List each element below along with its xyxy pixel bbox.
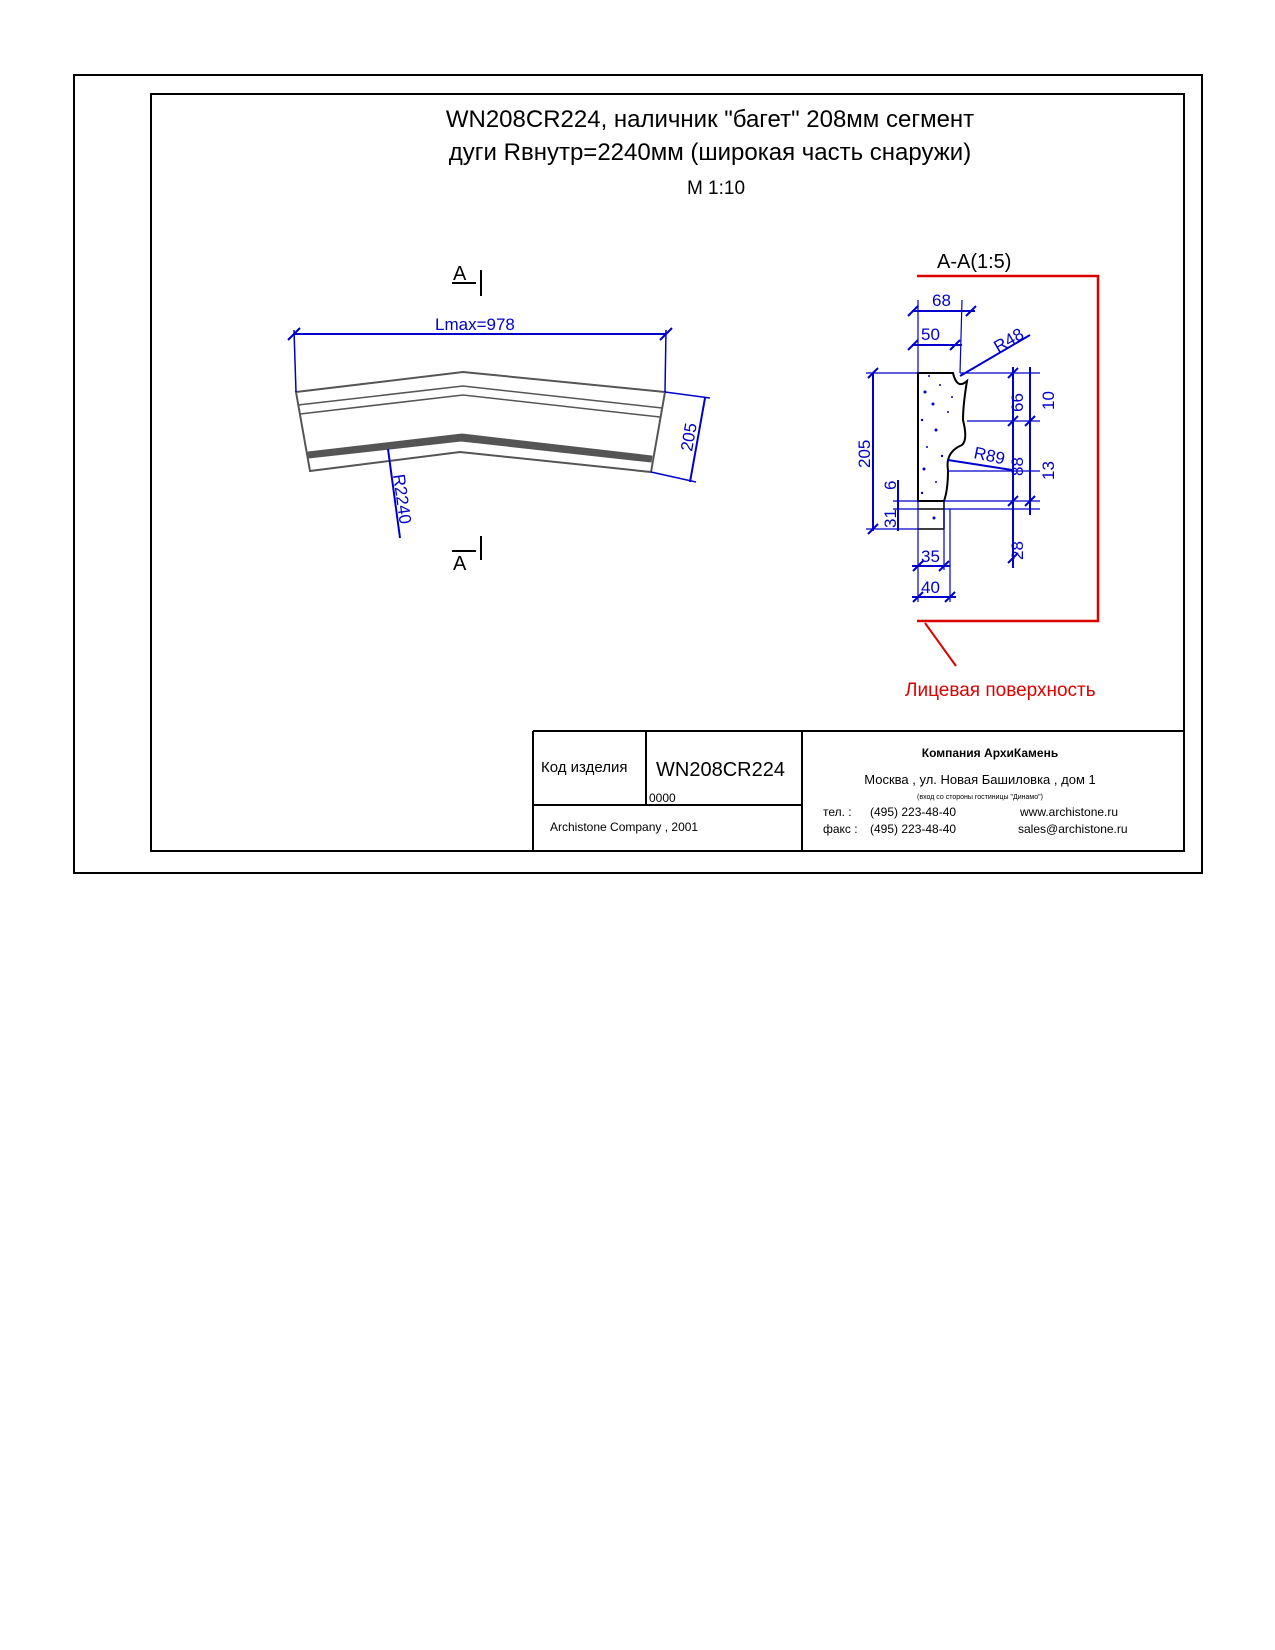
- lmax-ext-right: [664, 329, 667, 393]
- dim-31: 31: [881, 509, 900, 528]
- hatch-dot: [922, 467, 926, 471]
- title-line-2: дуги Rвнутр=2240мм (широкая часть снаруж…: [449, 139, 971, 166]
- dim-66: 66: [1008, 393, 1027, 412]
- dim-205: 205: [855, 440, 874, 468]
- dim-6: 6: [881, 481, 900, 490]
- dim-10: 10: [1039, 391, 1058, 410]
- code-number: 0000: [649, 791, 676, 805]
- hatch-dot: [935, 481, 937, 483]
- hatch-dot: [920, 491, 924, 495]
- tick-r3: [1007, 495, 1019, 507]
- segment-line-2: [299, 394, 661, 418]
- hatch-dot: [951, 396, 953, 398]
- width-dim-line: [689, 397, 706, 483]
- hatch-dot: [947, 411, 949, 413]
- hatch-dot: [939, 384, 941, 386]
- plan-view: А А Lmax=978 205 R2240: [287, 263, 711, 575]
- width-ext-top: [664, 391, 711, 399]
- dim50-tick-r: [949, 339, 961, 351]
- tick-r6: [1007, 552, 1019, 564]
- dim-40: 40: [921, 578, 940, 597]
- ext-r48: [959, 299, 963, 374]
- segment-line-1: [297, 385, 663, 409]
- fax-value: (495) 223-48-40: [870, 822, 956, 836]
- section-mark-top: А: [453, 263, 467, 285]
- dim-50: 50: [921, 325, 940, 344]
- hatch-dot: [932, 516, 936, 520]
- fax-label: факс :: [823, 822, 858, 836]
- dim-r48: R48: [991, 324, 1028, 356]
- face-surface-bracket: [917, 274, 1100, 623]
- hatch-dot: [926, 446, 928, 448]
- dim68-tick-l: [907, 305, 919, 317]
- drawing-title: WN208CR224, наличник "багет" 208мм сегме…: [446, 106, 974, 199]
- section-view: А-А(1:5) Лицевая поверхность 68 50: [855, 251, 1100, 701]
- tel-label: тел. :: [823, 805, 852, 819]
- title-block: Код изделия WN208CR224 0000 Archistone C…: [532, 730, 1184, 851]
- hatch-dot: [923, 390, 927, 394]
- hatch-dot: [934, 428, 938, 432]
- section-title: А-А(1:5): [937, 251, 1011, 273]
- lmax-tick-right: [659, 327, 673, 341]
- lmax-label: Lmax=978: [435, 315, 515, 334]
- dim-68: 68: [932, 291, 951, 310]
- tick-r1: [1007, 367, 1019, 379]
- tick-r5: [1024, 495, 1036, 507]
- lmax-tick-left: [287, 327, 301, 341]
- molding-profile: [917, 372, 969, 502]
- dim50-tick-l: [907, 339, 919, 351]
- website: www.archistone.ru: [1019, 805, 1118, 819]
- code-label: Код изделия: [541, 759, 627, 776]
- company-name: Компания АрхиКамень: [922, 746, 1058, 760]
- title-line-1: WN208CR224, наличник "багет" 208мм сегме…: [446, 106, 974, 133]
- tick-b4: [944, 591, 956, 603]
- hatch-dot: [940, 454, 944, 458]
- dim205-tick-b: [867, 523, 879, 535]
- copyright: Archistone Company , 2001: [550, 820, 698, 834]
- tick-b1: [912, 560, 924, 572]
- face-surface-leader: [924, 622, 957, 667]
- inner-frame: [150, 93, 1185, 852]
- dim-28: 28: [1008, 541, 1027, 560]
- dim68-tick-r: [965, 305, 977, 317]
- width-label: 205: [677, 421, 701, 452]
- email: sales@archistone.ru: [1018, 822, 1128, 836]
- tick-r2: [1007, 415, 1019, 427]
- tick-b3: [912, 591, 924, 603]
- scale-label: М 1:10: [687, 178, 745, 199]
- face-surface-label: Лицевая поверхность: [905, 680, 1096, 701]
- width-ext-bottom: [650, 471, 697, 483]
- r48-leader: [959, 334, 1031, 377]
- r89-leader: [947, 459, 1013, 471]
- section-mark-bottom: А: [453, 553, 467, 575]
- dim-35: 35: [921, 547, 940, 566]
- outer-frame: [73, 74, 1203, 874]
- dim205-tick-t: [867, 367, 879, 379]
- stone-hatch: [920, 375, 953, 520]
- segment-groove: [307, 433, 653, 463]
- code-value: WN208CR224: [656, 759, 785, 781]
- tel-value: (495) 223-48-40: [870, 805, 956, 819]
- hatch-dot: [928, 375, 930, 377]
- address-note: (вход со стороны гостиницы "Динамо"): [917, 794, 1043, 801]
- radius-label: R2240: [389, 473, 415, 525]
- dim-13: 13: [1039, 461, 1058, 480]
- hatch-dot: [931, 402, 935, 406]
- company-address: Москва , ул. Новая Башиловка , дом 1: [864, 772, 1095, 787]
- lmax-ext-left: [293, 329, 297, 393]
- dim-88: 88: [1008, 457, 1027, 476]
- tick-b2: [938, 560, 950, 572]
- radius-leader: [387, 448, 401, 539]
- tick-r4: [1024, 415, 1036, 427]
- hatch-dot: [920, 418, 924, 422]
